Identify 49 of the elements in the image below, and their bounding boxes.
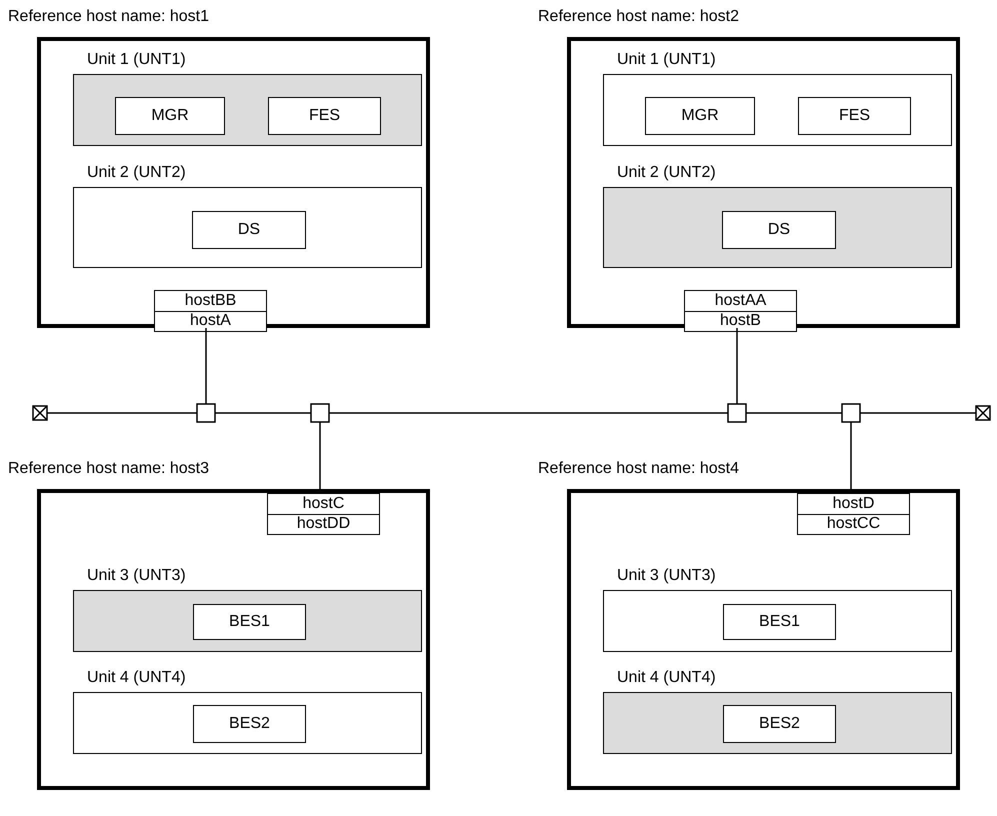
network-line — [47, 412, 197, 414]
hostname-text: hostAA — [714, 291, 768, 310]
server-box: DS — [722, 211, 836, 249]
server-box: FES — [798, 97, 911, 135]
server-box: BES1 — [723, 604, 836, 640]
server-box: BES1 — [193, 604, 306, 640]
network-line — [329, 412, 728, 414]
hostname-text: hostD — [832, 494, 876, 514]
network-line — [215, 412, 311, 414]
hostname-text: hostC — [302, 494, 346, 514]
terminator-symbol — [32, 405, 48, 421]
interface-box — [267, 493, 380, 535]
junction-square — [727, 403, 747, 423]
interface-box — [154, 290, 267, 332]
unit-heading: Unit 4 (UNT4) — [87, 668, 186, 688]
unit-heading: Unit 4 (UNT4) — [617, 668, 716, 688]
unit-heading: Unit 3 (UNT3) — [617, 566, 716, 586]
server-box: DS — [192, 211, 306, 249]
server-box: FES — [268, 97, 381, 135]
server-box: MGR — [645, 97, 755, 135]
server-box: MGR — [115, 97, 225, 135]
unit-heading: Unit 2 (UNT2) — [87, 163, 186, 183]
hostname-text: hostCC — [798, 514, 909, 534]
network-line — [736, 328, 738, 404]
hostname-text: hostBB — [184, 291, 238, 310]
network-line — [860, 412, 976, 414]
host-heading: Reference host name: host2 — [538, 7, 740, 27]
unit-heading: Unit 2 (UNT2) — [617, 163, 716, 183]
server-box: BES2 — [193, 705, 306, 743]
junction-square — [196, 403, 216, 423]
network-line — [850, 422, 852, 489]
hostname-text: hostB — [685, 310, 796, 331]
junction-square — [841, 403, 861, 423]
unit-heading: Unit 1 (UNT1) — [87, 50, 186, 70]
junction-square — [310, 403, 330, 423]
interface-box — [684, 290, 797, 332]
terminator-symbol — [975, 405, 991, 421]
interface-box — [797, 493, 910, 535]
unit-heading: Unit 1 (UNT1) — [617, 50, 716, 70]
network-line — [319, 422, 321, 489]
host-heading: Reference host name: host3 — [8, 459, 210, 479]
host-heading: Reference host name: host4 — [538, 459, 740, 479]
server-box: BES2 — [723, 705, 836, 743]
unit-heading: Unit 3 (UNT3) — [87, 566, 186, 586]
network-line — [746, 412, 842, 414]
network-line — [205, 328, 207, 404]
hostname-text: hostDD — [268, 514, 379, 534]
hostname-text: hostA — [155, 310, 266, 331]
host-heading: Reference host name: host1 — [8, 7, 210, 27]
